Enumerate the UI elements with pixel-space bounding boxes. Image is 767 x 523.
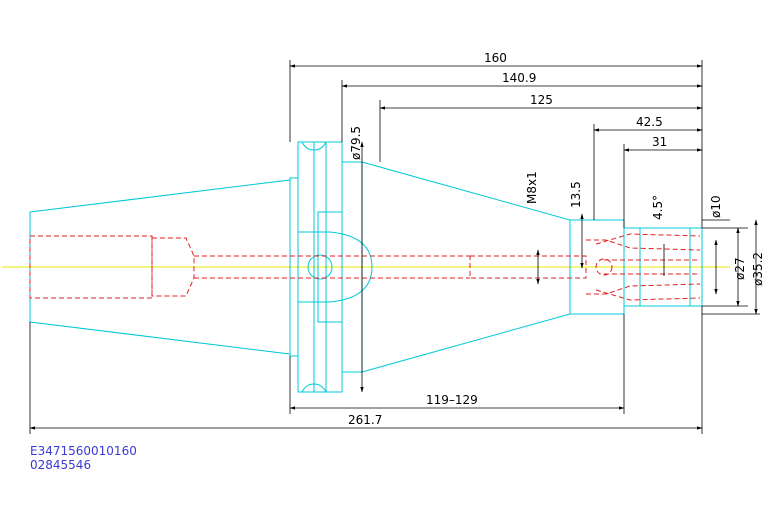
dim-dia-35-2: ø35.2 xyxy=(751,252,765,286)
hidden-features xyxy=(29,233,701,301)
dim-m8x1: M8x1 xyxy=(525,171,539,204)
dim-13-5: 13.5 xyxy=(569,181,583,208)
dim-261-7: 261.7 xyxy=(348,413,382,427)
dim-dia-10: ø10 xyxy=(709,195,723,218)
dimension-lines xyxy=(29,60,760,434)
dim-angle-4-5: 4.5° xyxy=(651,195,665,220)
dim-119-129: 119–129 xyxy=(426,393,478,407)
dim-dia-27: ø27 xyxy=(733,257,747,280)
part-code-1: E3471560010160 xyxy=(30,444,137,458)
dim-42-5: 42.5 xyxy=(636,115,663,129)
dim-31: 31 xyxy=(652,135,667,149)
dim-125: 125 xyxy=(530,93,553,107)
dim-dia-79-5: ø79.5 xyxy=(349,126,363,160)
part-code-2: 02845546 xyxy=(30,458,92,472)
dim-140-9: 140.9 xyxy=(502,71,536,85)
dim-160: 160 xyxy=(484,51,507,65)
